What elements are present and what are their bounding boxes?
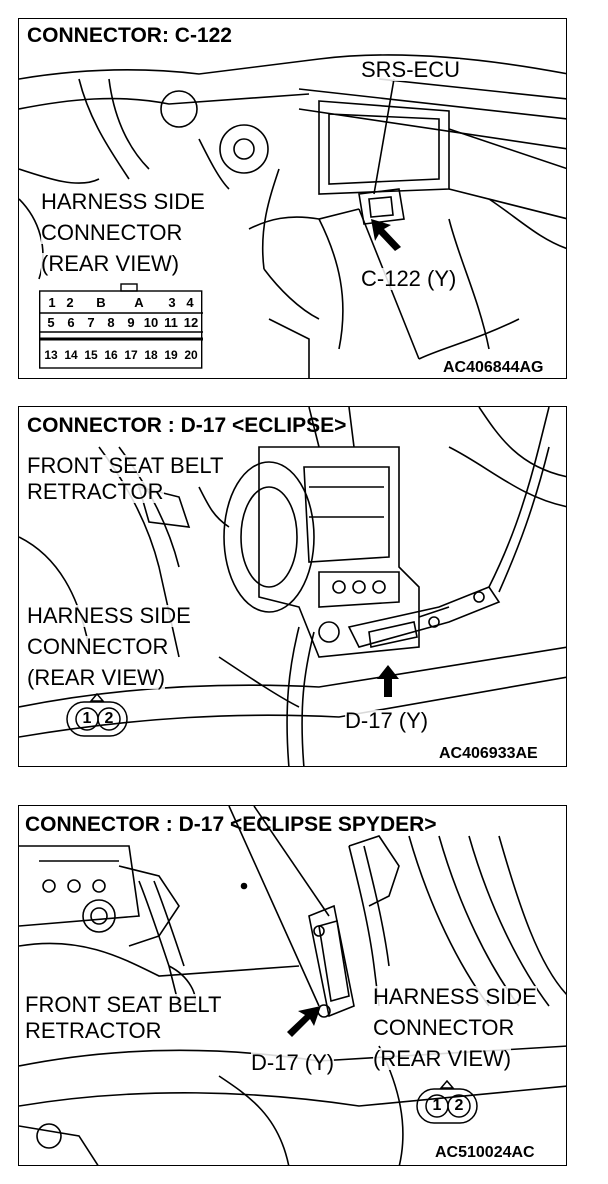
pin: 3 bbox=[168, 295, 176, 310]
figure-code: AC406933AE bbox=[439, 745, 538, 762]
harness-label-line1: HARNESS SIDE bbox=[27, 603, 191, 628]
harness-label-line2: CONNECTOR bbox=[27, 634, 169, 659]
panel-title: CONNECTOR : D-17 <ECLIPSE> bbox=[27, 414, 347, 437]
panel-d17-eclipse-spyder: CONNECTOR : D-17 <ECLIPSE SPYDER> FRONT … bbox=[18, 805, 567, 1166]
d17-arrow-icon bbox=[377, 665, 399, 697]
component-label: SRS-ECU bbox=[361, 57, 461, 82]
pin: A bbox=[134, 295, 144, 310]
harness-label-line3: (REAR VIEW) bbox=[373, 1046, 512, 1071]
pin: 10 bbox=[143, 315, 159, 330]
pin: 2 bbox=[454, 1097, 464, 1114]
pin: 15 bbox=[84, 348, 98, 362]
component-label-line1: FRONT SEAT BELT bbox=[25, 992, 222, 1017]
component-label-line1: FRONT SEAT BELT bbox=[27, 453, 224, 478]
connector-label: C-122 (Y) bbox=[361, 266, 457, 291]
pin: 9 bbox=[127, 315, 135, 330]
harness-label-line2: CONNECTOR bbox=[373, 1015, 515, 1040]
connector-label: D-17 (Y) bbox=[345, 708, 429, 733]
d17-connector-face: 1 2 bbox=[409, 1080, 485, 1126]
pin: 12 bbox=[183, 315, 199, 330]
pin: 2 bbox=[66, 295, 74, 310]
pin: 19 bbox=[164, 348, 178, 362]
pin: 6 bbox=[67, 315, 75, 330]
c122-arrow-icon bbox=[371, 219, 401, 251]
pin: 20 bbox=[184, 348, 198, 362]
connector-label: D-17 (Y) bbox=[251, 1050, 335, 1075]
pin: 7 bbox=[87, 315, 95, 330]
figure-code: AC406844AG bbox=[443, 359, 544, 376]
pin: 8 bbox=[107, 315, 115, 330]
component-label-line2: RETRACTOR bbox=[27, 479, 164, 504]
d17-connector-face: 1 2 bbox=[59, 693, 135, 739]
harness-label-line1: HARNESS SIDE bbox=[373, 984, 537, 1009]
pin: B bbox=[96, 295, 106, 310]
pin: 1 bbox=[82, 710, 92, 727]
connector-outline bbox=[416, 1080, 478, 1124]
c122-line-art bbox=[19, 54, 566, 378]
harness-label-line2: CONNECTOR bbox=[41, 220, 183, 245]
pin: 2 bbox=[104, 710, 114, 727]
connector-outline bbox=[66, 693, 128, 737]
pin: 13 bbox=[44, 348, 58, 362]
d17-arrow-icon bbox=[287, 1006, 321, 1037]
c122-connector-face: 1 2 B A 3 4 5 6 7 8 9 10 11 12 13 14 15 … bbox=[39, 281, 203, 369]
d17-spyder-line-art bbox=[19, 806, 566, 1165]
harness-label-line3: (REAR VIEW) bbox=[27, 665, 166, 690]
panel-title: CONNECTOR: C-122 bbox=[27, 24, 232, 47]
pin: 5 bbox=[47, 315, 55, 330]
connector-outline bbox=[39, 283, 203, 369]
harness-label-line3: (REAR VIEW) bbox=[41, 251, 180, 276]
pin: 4 bbox=[186, 295, 194, 310]
pin: 14 bbox=[64, 348, 78, 362]
harness-label-line1: HARNESS SIDE bbox=[41, 189, 205, 214]
pin: 18 bbox=[144, 348, 158, 362]
panel-d17-eclipse: CONNECTOR : D-17 <ECLIPSE> FRONT SEAT BE… bbox=[18, 406, 567, 767]
component-label-line2: RETRACTOR bbox=[25, 1018, 162, 1043]
pin: 1 bbox=[432, 1097, 442, 1114]
panel-c122: CONNECTOR: C-122 SRS-ECU HARNESS SIDE CO… bbox=[18, 18, 567, 379]
pin: 1 bbox=[48, 295, 56, 310]
d17-eclipse-line-art bbox=[19, 407, 566, 766]
pin: 16 bbox=[104, 348, 118, 362]
pin: 11 bbox=[164, 315, 178, 330]
figure-code: AC510024AC bbox=[435, 1144, 535, 1161]
pin: 17 bbox=[124, 348, 138, 362]
panel-title: CONNECTOR : D-17 <ECLIPSE SPYDER> bbox=[25, 813, 437, 836]
